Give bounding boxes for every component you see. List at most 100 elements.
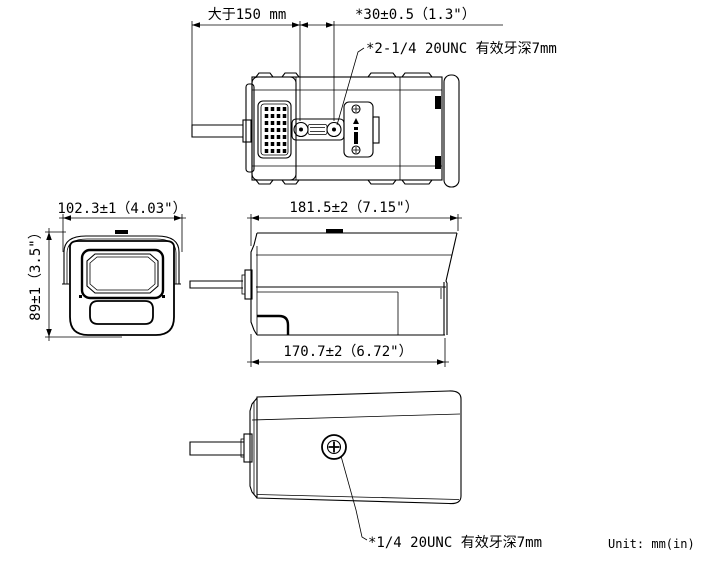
vent-plate: [257, 100, 292, 159]
arrowhead: [63, 215, 71, 221]
rear-cap-edge: [245, 83, 255, 173]
body-front: [69, 240, 175, 336]
dim-height: 89±1（3.5"）: [28, 225, 44, 320]
leader-line-mount-thread: [336, 47, 365, 126]
arrowhead: [300, 22, 308, 28]
bottom-inner-line: [256, 494, 460, 500]
cable-connector-ring: [240, 438, 245, 458]
rear-cap: [245, 76, 297, 181]
plate-screw-top-slot: [353, 106, 359, 112]
extension-line: [250, 214, 459, 246]
body-inner-line: [257, 288, 442, 335]
screw-head: [326, 439, 342, 455]
cable-connector: [242, 119, 252, 143]
arrowhead: [192, 22, 200, 28]
lens-glass-chamfer: [86, 253, 159, 294]
body-top: [251, 72, 443, 185]
lens-window-frame: [80, 248, 165, 300]
mounting-bracket: [291, 118, 345, 141]
body-outline: [251, 76, 443, 181]
rear-cap-profile: [250, 232, 258, 336]
front-view-dimensions: 102.3±1（4.03"） 89±1（3.5"）: [28, 201, 187, 341]
plate-screw-bottom-slot: [353, 147, 359, 153]
arrowhead: [437, 359, 445, 365]
dim-cable-clearance: 大于150 mm: [208, 7, 287, 23]
cable: [191, 119, 252, 143]
plate-screw-bottom: [351, 145, 361, 155]
vent-holes: [264, 107, 287, 153]
screw-cross: [328, 441, 340, 453]
corner-screw: [162, 295, 165, 298]
extension-line: [45, 231, 122, 338]
mount-screw-right-center: [332, 127, 336, 132]
bottom-view-annotations: *1/4 20UNC 有效牙深7mm: [340, 455, 542, 551]
sunshield-front-edge: [443, 74, 460, 188]
body-bottom: [189, 390, 462, 505]
side-bump: [372, 116, 380, 144]
bracket-slot-lines: [310, 127, 325, 132]
plate-screw-top: [351, 104, 361, 114]
screw-boss: [321, 434, 347, 460]
cable: [189, 441, 244, 456]
extension-line: [250, 334, 446, 367]
arrowhead: [450, 215, 458, 221]
label-plate: [343, 101, 380, 158]
note-mount-thread: *1/4 20UNC 有效牙深7mm: [368, 535, 542, 551]
sunshield-slant-edge: [445, 232, 458, 284]
side-view: 181.5±2（7.15"） 170.7±2（6.72"）: [189, 200, 462, 367]
arrowhead: [251, 215, 259, 221]
dim-body-length: 170.7±2（6.72"）: [283, 344, 412, 360]
rear-cap-profile: [249, 397, 258, 499]
arrowhead: [46, 232, 52, 240]
mount-screw-left-center: [299, 127, 303, 132]
arrowhead: [326, 22, 334, 28]
rail-tabs-top: [255, 72, 433, 78]
plate-mark-slot: [354, 132, 358, 144]
sunshield-clip: [435, 156, 441, 169]
dim-mount-hole-spacing: *30±0.5（1.3"）: [355, 7, 476, 23]
arrowhead: [46, 329, 52, 337]
cable-outline: [191, 124, 243, 138]
sunshield-inner: [66, 238, 177, 284]
unit-note: Unit: mm(in): [608, 537, 695, 551]
label-plate-outline: [343, 101, 374, 158]
front-cap-top: [435, 74, 460, 188]
top-view: 大于150 mm *30±0.5（1.3"） *2-1/4 20UNC 有效牙深…: [191, 7, 557, 188]
front-view: 102.3±1（4.03"） 89±1（3.5"）: [28, 201, 187, 341]
top-view-dimensions: 大于150 mm *30±0.5（1.3"） *2-1/4 20UNC 有效牙深…: [191, 7, 557, 126]
cable-connector-ring: [241, 274, 246, 295]
chamfer-line: [251, 413, 461, 421]
extension-line: [62, 214, 183, 252]
rail-tabs-bottom: [255, 179, 433, 185]
cable: [189, 280, 243, 289]
side-view-dimensions: 181.5±2（7.15"） 170.7±2（6.72"）: [247, 200, 462, 367]
sunshield-outer: [63, 235, 180, 284]
front-bezel: [443, 282, 448, 335]
body-outline: [256, 390, 462, 505]
body-edge-lines: [252, 77, 442, 180]
bottom-step: [257, 314, 290, 335]
ir-window: [89, 300, 154, 325]
top-notch: [326, 229, 343, 233]
top-notch: [115, 230, 128, 234]
plate-arrow-mark: [353, 118, 359, 124]
sunshield-clip: [435, 96, 441, 109]
tripod-screw: [321, 434, 347, 460]
body-outline: [69, 240, 175, 336]
body-side: [189, 229, 458, 336]
arrowhead: [251, 359, 259, 365]
lens-glass-inner: [89, 256, 156, 291]
arrowhead: [174, 215, 182, 221]
arrowhead: [292, 22, 300, 28]
dim-overall-length: 181.5±2（7.15"）: [289, 200, 418, 216]
dim-width: 102.3±1（4.03"）: [57, 201, 186, 217]
note-mount-thread: *2-1/4 20UNC 有效牙深7mm: [366, 41, 557, 57]
plate-mark-bar: [354, 127, 358, 130]
corner-screw: [79, 295, 82, 298]
bracket-slot: [307, 124, 328, 135]
cable-connector: [243, 433, 253, 463]
leader-line-thread: [340, 455, 368, 541]
sunshield-front: [62, 230, 181, 285]
